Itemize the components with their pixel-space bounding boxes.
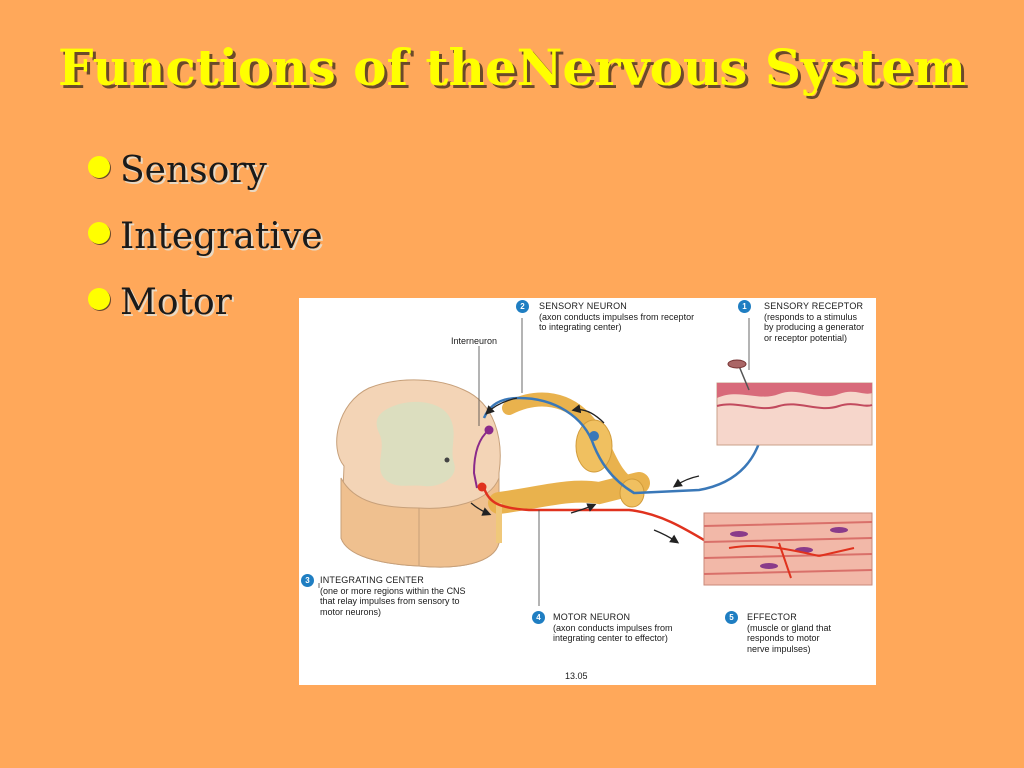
label-line: (muscle or gland that bbox=[747, 622, 832, 633]
label-title: MOTOR NEURON bbox=[553, 612, 631, 622]
skin-receptor bbox=[716, 359, 873, 446]
label-title: EFFECTOR bbox=[747, 612, 797, 622]
direction-arrows bbox=[470, 397, 700, 544]
label-sensory-neuron: SENSORY NEURON (axon conducts impulses f… bbox=[539, 301, 694, 333]
label-effector: EFFECTOR (muscle or gland that responds … bbox=[747, 612, 831, 654]
label-motor-neuron: MOTOR NEURON (axon conducts impulses fro… bbox=[553, 612, 673, 644]
label-interneuron: Interneuron bbox=[451, 336, 498, 346]
motor-cell-body-icon bbox=[477, 482, 487, 492]
bullet-dot-icon bbox=[88, 288, 110, 310]
step-badge-2: 2 bbox=[516, 300, 529, 313]
slide-title: Functions of theNervous System bbox=[58, 38, 966, 97]
label-title: INTEGRATING CENTER bbox=[320, 575, 424, 585]
sensory-cell-body-icon bbox=[589, 431, 599, 441]
step-badge-1: 1 bbox=[738, 300, 751, 313]
figure-number: 13.05 bbox=[565, 671, 588, 681]
reflex-arc-illustration bbox=[318, 318, 873, 606]
sensory-pathway bbox=[482, 396, 766, 495]
label-line: responds to motor bbox=[747, 633, 820, 643]
leader-lines bbox=[318, 318, 750, 606]
label-sensory-receptor: SENSORY RECEPTOR (responds to a stimulus… bbox=[764, 301, 864, 343]
nerve-roots bbox=[488, 392, 650, 543]
label-line: (responds to a stimulus bbox=[764, 311, 858, 322]
label-line: (axon conducts impulses from bbox=[553, 622, 673, 633]
step-badge-4: 4 bbox=[532, 611, 545, 624]
label-line: (axon conducts impulses from receptor bbox=[539, 311, 695, 322]
bullet-item-integrative: Integrative bbox=[88, 208, 323, 274]
label-title: SENSORY RECEPTOR bbox=[764, 301, 864, 311]
label-integrating-center: INTEGRATING CENTER (one or more regions … bbox=[320, 575, 466, 617]
label-line: integrating center to effector) bbox=[553, 633, 668, 643]
bullet-text: Integrative bbox=[120, 216, 323, 257]
bullet-dot-icon bbox=[88, 222, 110, 244]
bullet-text: Motor bbox=[120, 282, 232, 323]
interneuron-body-icon bbox=[484, 425, 494, 435]
label-line: (one or more regions within the CNS bbox=[320, 585, 466, 596]
label-line: nerve impulses) bbox=[747, 643, 811, 654]
label-line: to integrating center) bbox=[539, 322, 622, 332]
spinal-cord bbox=[336, 379, 501, 568]
bullet-text: Sensory bbox=[120, 150, 267, 191]
bullet-dot-icon bbox=[88, 156, 110, 178]
label-line: or receptor potential) bbox=[764, 332, 848, 343]
step-badge-3: 3 bbox=[301, 574, 314, 587]
bullet-list: Sensory Integrative Motor bbox=[88, 142, 323, 340]
label-title: SENSORY NEURON bbox=[539, 301, 627, 311]
label-line: motor neurons) bbox=[320, 606, 382, 617]
muscle-effector bbox=[703, 512, 873, 586]
bullet-item-motor: Motor bbox=[88, 274, 323, 340]
step-badge-5: 5 bbox=[725, 611, 738, 624]
reflex-arc-figure: 1 SENSORY RECEPTOR (responds to a stimul… bbox=[299, 298, 876, 685]
bullet-item-sensory: Sensory bbox=[88, 142, 323, 208]
label-line: by producing a generator bbox=[764, 322, 865, 332]
label-line: that relay impulses from sensory to bbox=[320, 596, 460, 606]
